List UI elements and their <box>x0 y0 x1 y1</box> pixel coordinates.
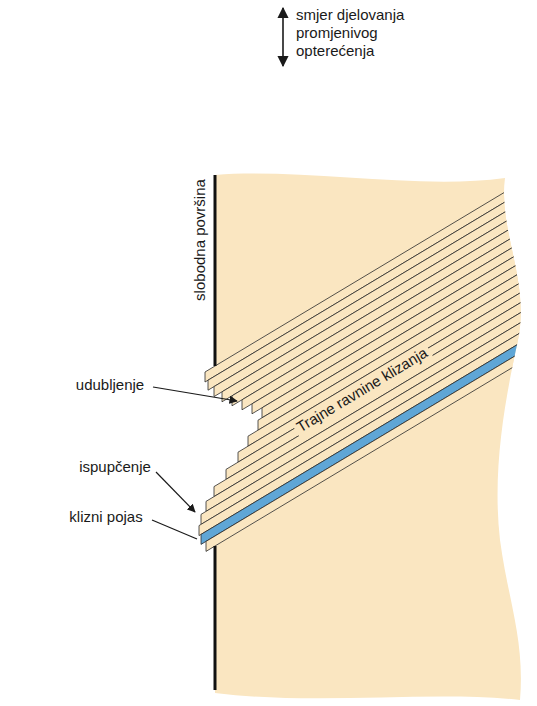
extrusion-label: ispupčenje <box>79 458 151 476</box>
load-direction-arrow <box>282 8 284 66</box>
slip-band-label: klizni pojas <box>69 508 142 526</box>
free-surface <box>215 175 216 690</box>
slip-plane-strip <box>214 273 537 497</box>
surface-label: slobodna površina <box>191 179 209 301</box>
slip-plane-strip <box>199 303 537 536</box>
intrusion-label: udubljenje <box>76 376 144 394</box>
slip-plane-strip <box>206 283 537 511</box>
leader-line <box>156 472 195 512</box>
slip-lamellae <box>199 153 537 551</box>
surface-line <box>214 175 217 366</box>
load-direction-label: smjer djelovanja promjenivog opterećenja <box>296 6 431 60</box>
surface-line <box>214 546 217 690</box>
slip-band-strip <box>201 313 537 544</box>
slip-plane-strip <box>206 323 537 551</box>
slip-plane-strip <box>201 293 537 524</box>
leader-line <box>153 387 237 401</box>
leader-line <box>152 520 197 539</box>
